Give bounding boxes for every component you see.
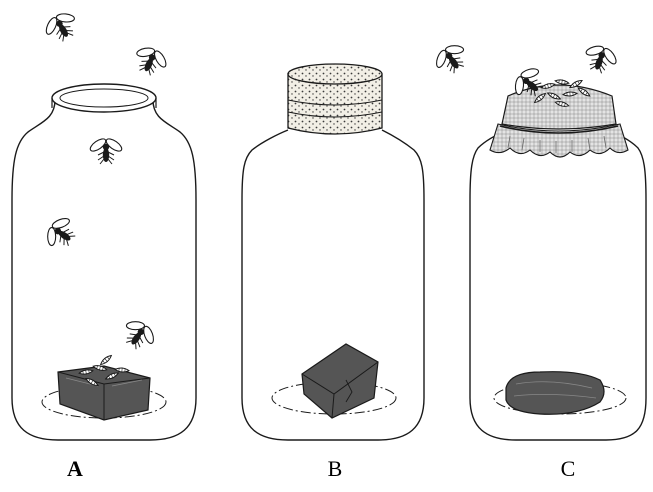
gauze-cover xyxy=(490,85,628,157)
jar-c-label: C xyxy=(548,458,588,480)
jar-a-label: A xyxy=(55,458,95,480)
cork-stopper xyxy=(288,64,382,134)
fly-icon xyxy=(39,6,173,356)
jar-b-label: B xyxy=(315,458,355,480)
jar-a xyxy=(12,6,196,440)
fly-icon xyxy=(429,37,474,80)
meat-icon xyxy=(506,372,604,415)
jar-a-rim xyxy=(52,84,156,112)
meat-icon xyxy=(58,366,150,420)
jar-b xyxy=(242,37,473,440)
jar-c xyxy=(470,39,646,440)
meat-icon xyxy=(302,344,378,418)
